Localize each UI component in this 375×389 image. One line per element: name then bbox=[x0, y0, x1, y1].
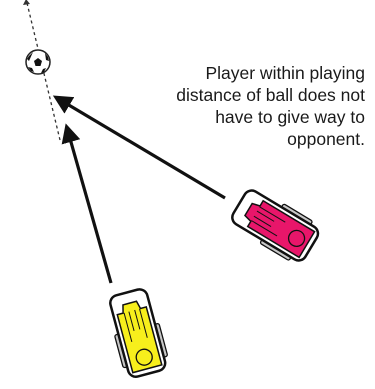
caption-line: opponent. bbox=[125, 128, 365, 150]
caption-line: have to give way to bbox=[125, 106, 365, 128]
caption-line: Player within playing bbox=[125, 62, 365, 84]
caption-line: distance of ball does not bbox=[125, 84, 365, 106]
rule-caption: Player within playing distance of ball d… bbox=[125, 62, 365, 150]
wheelchair-player-icon bbox=[227, 184, 323, 267]
ball-trajectory-arrowhead bbox=[23, 0, 30, 5]
soccer-ball-icon bbox=[26, 50, 50, 74]
yellow-player-arrow bbox=[67, 128, 111, 283]
wheelchair-player-icon bbox=[105, 287, 171, 380]
